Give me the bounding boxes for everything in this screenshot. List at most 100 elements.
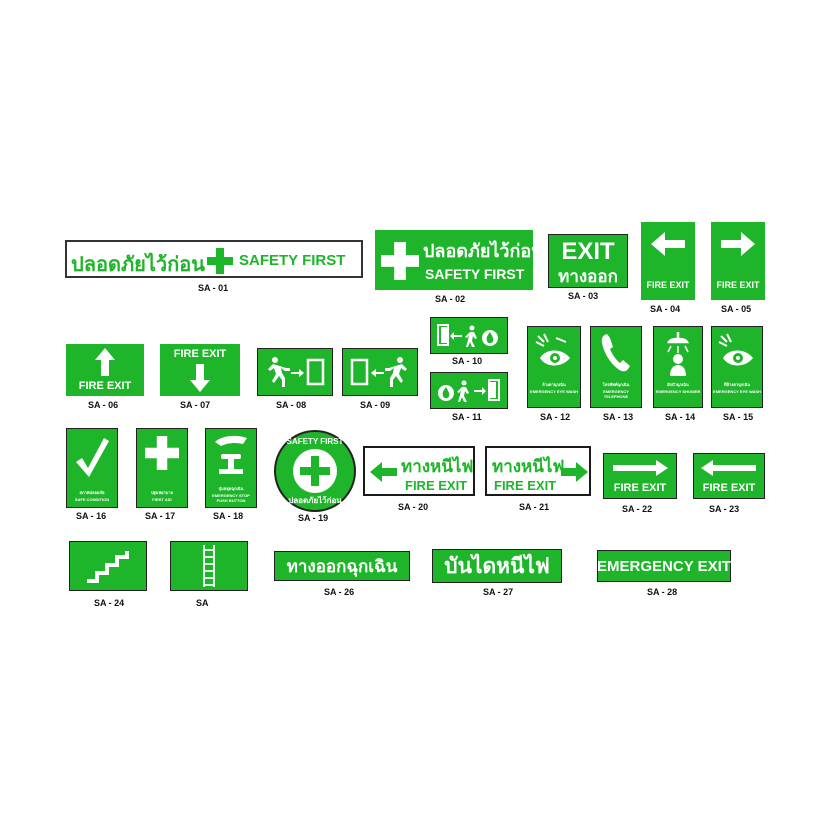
sign-sa-12: ล้างตาฉุกเฉิน EMERGENCY EYE WASH [527,326,581,408]
sign-sa-27: บันไดหนีไฟ [432,549,562,583]
sign-sa-23: FIRE EXIT [693,453,765,499]
sign-code: SA - 16 [76,511,107,521]
sign-thai-text: ทางหนีไฟ [401,457,474,476]
ladder-icon [203,545,215,587]
safety-first-badge [293,449,337,493]
sign-thai-text: บันไดหนีไฟ [444,554,550,578]
sign-code: SA - 12 [540,412,571,422]
check-mark-icon [76,438,109,477]
sign-text: FIRE EXIT [405,478,468,493]
first-aid-cross-icon [381,242,419,280]
sign-text: FIRE EXIT [613,482,667,494]
sign-sa-21: ทางหนีไฟ FIRE EXIT [485,446,591,496]
sign-text: EMERGENCY STOP PUSH BUTTON [212,493,250,503]
sign-code: SA - 17 [145,511,176,521]
sign-thai-text: ปลอดภัยไว้ก่อน [71,254,205,276]
first-aid-cross-icon [207,248,233,274]
sign-code: SA - 21 [519,502,550,512]
sign-sa-05: FIRE EXIT [711,222,765,300]
sign-thai-text: ปลอดภัยไว้ก่อน [288,496,342,505]
sign-text: EMERGENCY TELEPHONE [603,389,629,399]
arrow-right-icon [561,462,588,482]
sign-sa-14: ฝักบัวฉุกเฉิน EMERGENCY SHOWER [653,326,703,408]
sign-code: SA - 05 [721,304,752,314]
sign-text: FIRE EXIT [646,280,690,290]
sign-text: SAFE CONDITION [74,497,110,502]
door-arrow-fire-icon [437,324,498,347]
eye-wash-icon [718,333,753,366]
arrow-right-icon [613,460,668,476]
sign-text: FIRE EXIT [716,280,760,290]
sign-sa-06: FIRE EXIT [66,344,144,396]
sign-thai-text: สภาพปลอดภัย [79,490,105,495]
arrow-right-icon [721,232,755,256]
arrow-left-icon [651,232,685,256]
sign-code: SA - 03 [568,291,599,301]
sign-text: EMERGENCY EYE WASH [530,389,578,394]
sign-sa-13: โทรศัพท์ฉุกเฉิน EMERGENCY TELEPHONE [590,326,642,408]
sign-code: SA - 13 [603,412,634,422]
sign-thai-text: ฝักบัวฉุกเฉิน [667,382,689,387]
sign-code: SA [196,598,209,608]
sign-sa-10 [430,317,508,354]
sign-sa-24 [69,541,147,591]
sign-code: SA - 20 [398,502,429,512]
sign-thai-text: ทางหนีไฟ [492,457,565,476]
sign-code: SA - 08 [276,400,307,410]
sign-code: SA - 06 [88,400,119,410]
sign-sa-04: FIRE EXIT [641,222,695,300]
sign-text: FIRST AID [152,497,172,502]
sign-code: SA - 09 [360,400,391,410]
sign-code: SA - 23 [709,504,740,514]
sign-text: EMERGENCY SHOWER [655,389,701,394]
emergency-shower-icon [666,332,690,376]
sign-thai-text: ทางออกฉุกเฉิน [286,556,398,576]
sign-sa-18: ปุ่มหยุดฉุกเฉิน EMERGENCY STOP PUSH BUTT… [205,428,257,508]
sign-code: SA - 02 [435,294,466,304]
running-man-to-door-icon [350,357,407,387]
eye-wash-icon [535,333,570,366]
sign-code: SA - 18 [213,511,244,521]
arrow-left-icon [370,462,397,482]
sign-code: SA - 19 [298,513,329,523]
telephone-icon [601,334,630,372]
sign-thai-text: โทรศัพท์ฉุกเฉิน [602,382,630,387]
sign-sa-08 [257,348,333,396]
sign-code: SA - 11 [452,412,482,422]
sign-code: SA - 07 [180,400,211,410]
stairs-icon [87,551,129,583]
sign-thai-text: ล้างตาฉุกเฉิน [542,382,566,387]
first-aid-cross-icon [145,436,179,470]
arrow-left-icon [701,460,756,476]
sign-sa-15: ที่ล้างตาฉุกเฉิน EMERGENCY EYE WASH [711,326,763,408]
sign-sa-03: EXIT ทางออก [548,234,628,288]
sign-sa-01: ปลอดภัยไว้ก่อน SAFETY FIRST [65,240,363,278]
sign-code: SA - 28 [647,587,678,597]
sign-code: SA - 24 [94,598,125,608]
sign-sa-26: ทางออกฉุกเฉิน [274,551,410,581]
stop-push-button-icon [215,435,247,474]
sign-sa-16: สภาพปลอดภัย SAFE CONDITION [66,428,118,508]
sign-text: EMERGENCY EXIT [597,557,731,575]
sign-text: SAFETY FIRST [425,266,525,282]
sign-thai-text: ปฐมพยาบาล [151,490,173,495]
sign-thai-text: ทางออก [558,267,618,286]
sign-sa-07: FIRE EXIT [160,344,240,396]
sign-sa-22: FIRE EXIT [603,453,677,499]
sign-text: SAFETY FIRST [239,252,346,269]
sign-sa-09 [342,348,418,396]
sign-code: SA - 15 [723,412,754,422]
sign-text: FIRE EXIT [494,478,557,493]
sign-sa-17: ปฐมพยาบาล FIRST AID [136,428,188,508]
sign-code: SA - 27 [483,587,514,597]
sign-code: SA - 01 [198,283,229,293]
sign-text: FIRE EXIT [78,380,132,392]
sign-sa-25 [170,541,248,591]
sign-code: SA - 26 [324,587,355,597]
sign-text: FIRE EXIT [173,348,227,360]
arrow-down-icon [190,364,210,392]
sign-thai-text: ที่ล้างตาฉุกเฉิน [723,382,751,387]
arrow-up-icon [95,348,115,376]
sign-sa-19: SAFETY FIRST ปลอดภัยไว้ก่อน [276,432,354,510]
sign-text: FIRE EXIT [702,482,756,494]
